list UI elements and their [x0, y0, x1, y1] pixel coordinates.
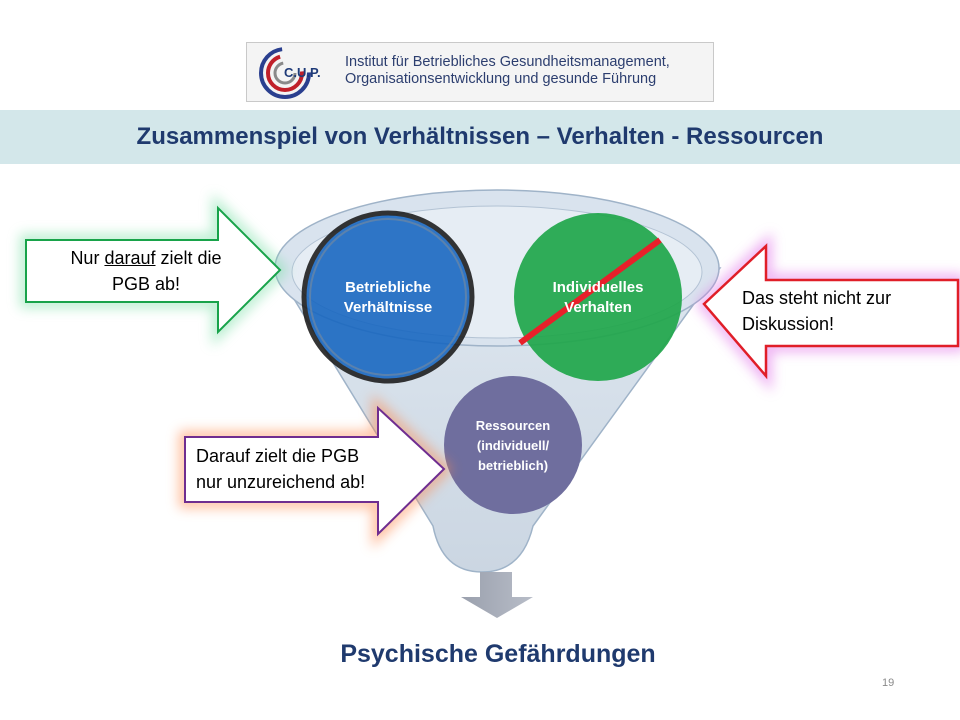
- red-callout-text: Das steht nicht zur Diskussion!: [742, 285, 952, 337]
- page-number: 19: [882, 677, 895, 689]
- behaviour-label: Individuelles Verhalten: [528, 278, 668, 318]
- resources-label-line-3: betrieblich): [477, 458, 549, 473]
- red-callout-arrow: [702, 243, 960, 380]
- cup-logo-icon: [259, 47, 311, 99]
- green-callout-arrow: [25, 205, 282, 335]
- title-band: Zusammenspiel von Verhältnissen – Verhal…: [0, 110, 960, 164]
- result-label: Psychische Gefährdungen: [340, 640, 656, 668]
- purple-callout-text: Darauf zielt die PGB nur unzureichend ab…: [196, 443, 426, 495]
- resources-label-line-2: (individuell/: [476, 438, 550, 453]
- resources-circle: [444, 376, 582, 514]
- resources-label-line-1: Ressourcen: [475, 418, 551, 433]
- behaviour-label-line-2: Verhalten: [564, 299, 632, 316]
- resources-label: Ressourcen (individuell/ betrieblich): [453, 416, 573, 476]
- behaviour-label-line-1: Individuelles: [552, 279, 644, 296]
- logo-brand: C.U.P.: [284, 65, 321, 80]
- institute-logo: C.U.P. Institut für Betriebliches Gesund…: [246, 42, 714, 102]
- green-callout-line-1: Nur darauf zielt die: [70, 248, 222, 268]
- purple-callout-line-2: nur unzureichend ab!: [196, 472, 366, 492]
- conditions-label: Betriebliche Verhältnisse: [318, 278, 458, 318]
- logo-line-1: Institut für Betriebliches Gesundheitsma…: [345, 54, 670, 70]
- conditions-label-line-1: Betriebliche: [345, 279, 431, 296]
- logo-text: Institut für Betriebliches Gesundheitsma…: [345, 54, 670, 88]
- red-callout-line-2: Diskussion!: [742, 314, 835, 334]
- conditions-circle: [301, 210, 475, 384]
- purple-callout-arrow: [184, 405, 446, 537]
- logo-line-2: Organisationsentwicklung und gesunde Füh…: [345, 71, 657, 87]
- green-callout-line-2: PGB ab!: [111, 274, 181, 294]
- strike-line: [518, 237, 662, 346]
- emphasis-underline: darauf: [104, 248, 156, 268]
- slide-title: Zusammenspiel von Verhältnissen – Verhal…: [136, 123, 824, 150]
- red-callout-line-1: Das steht nicht zur: [742, 288, 892, 308]
- conditions-label-line-2: Verhältnisse: [343, 299, 433, 316]
- purple-callout-line-1: Darauf zielt die PGB: [196, 446, 360, 466]
- output-arrow: [461, 572, 533, 618]
- green-callout-text: Nur darauf zielt die PGB ab!: [34, 245, 258, 297]
